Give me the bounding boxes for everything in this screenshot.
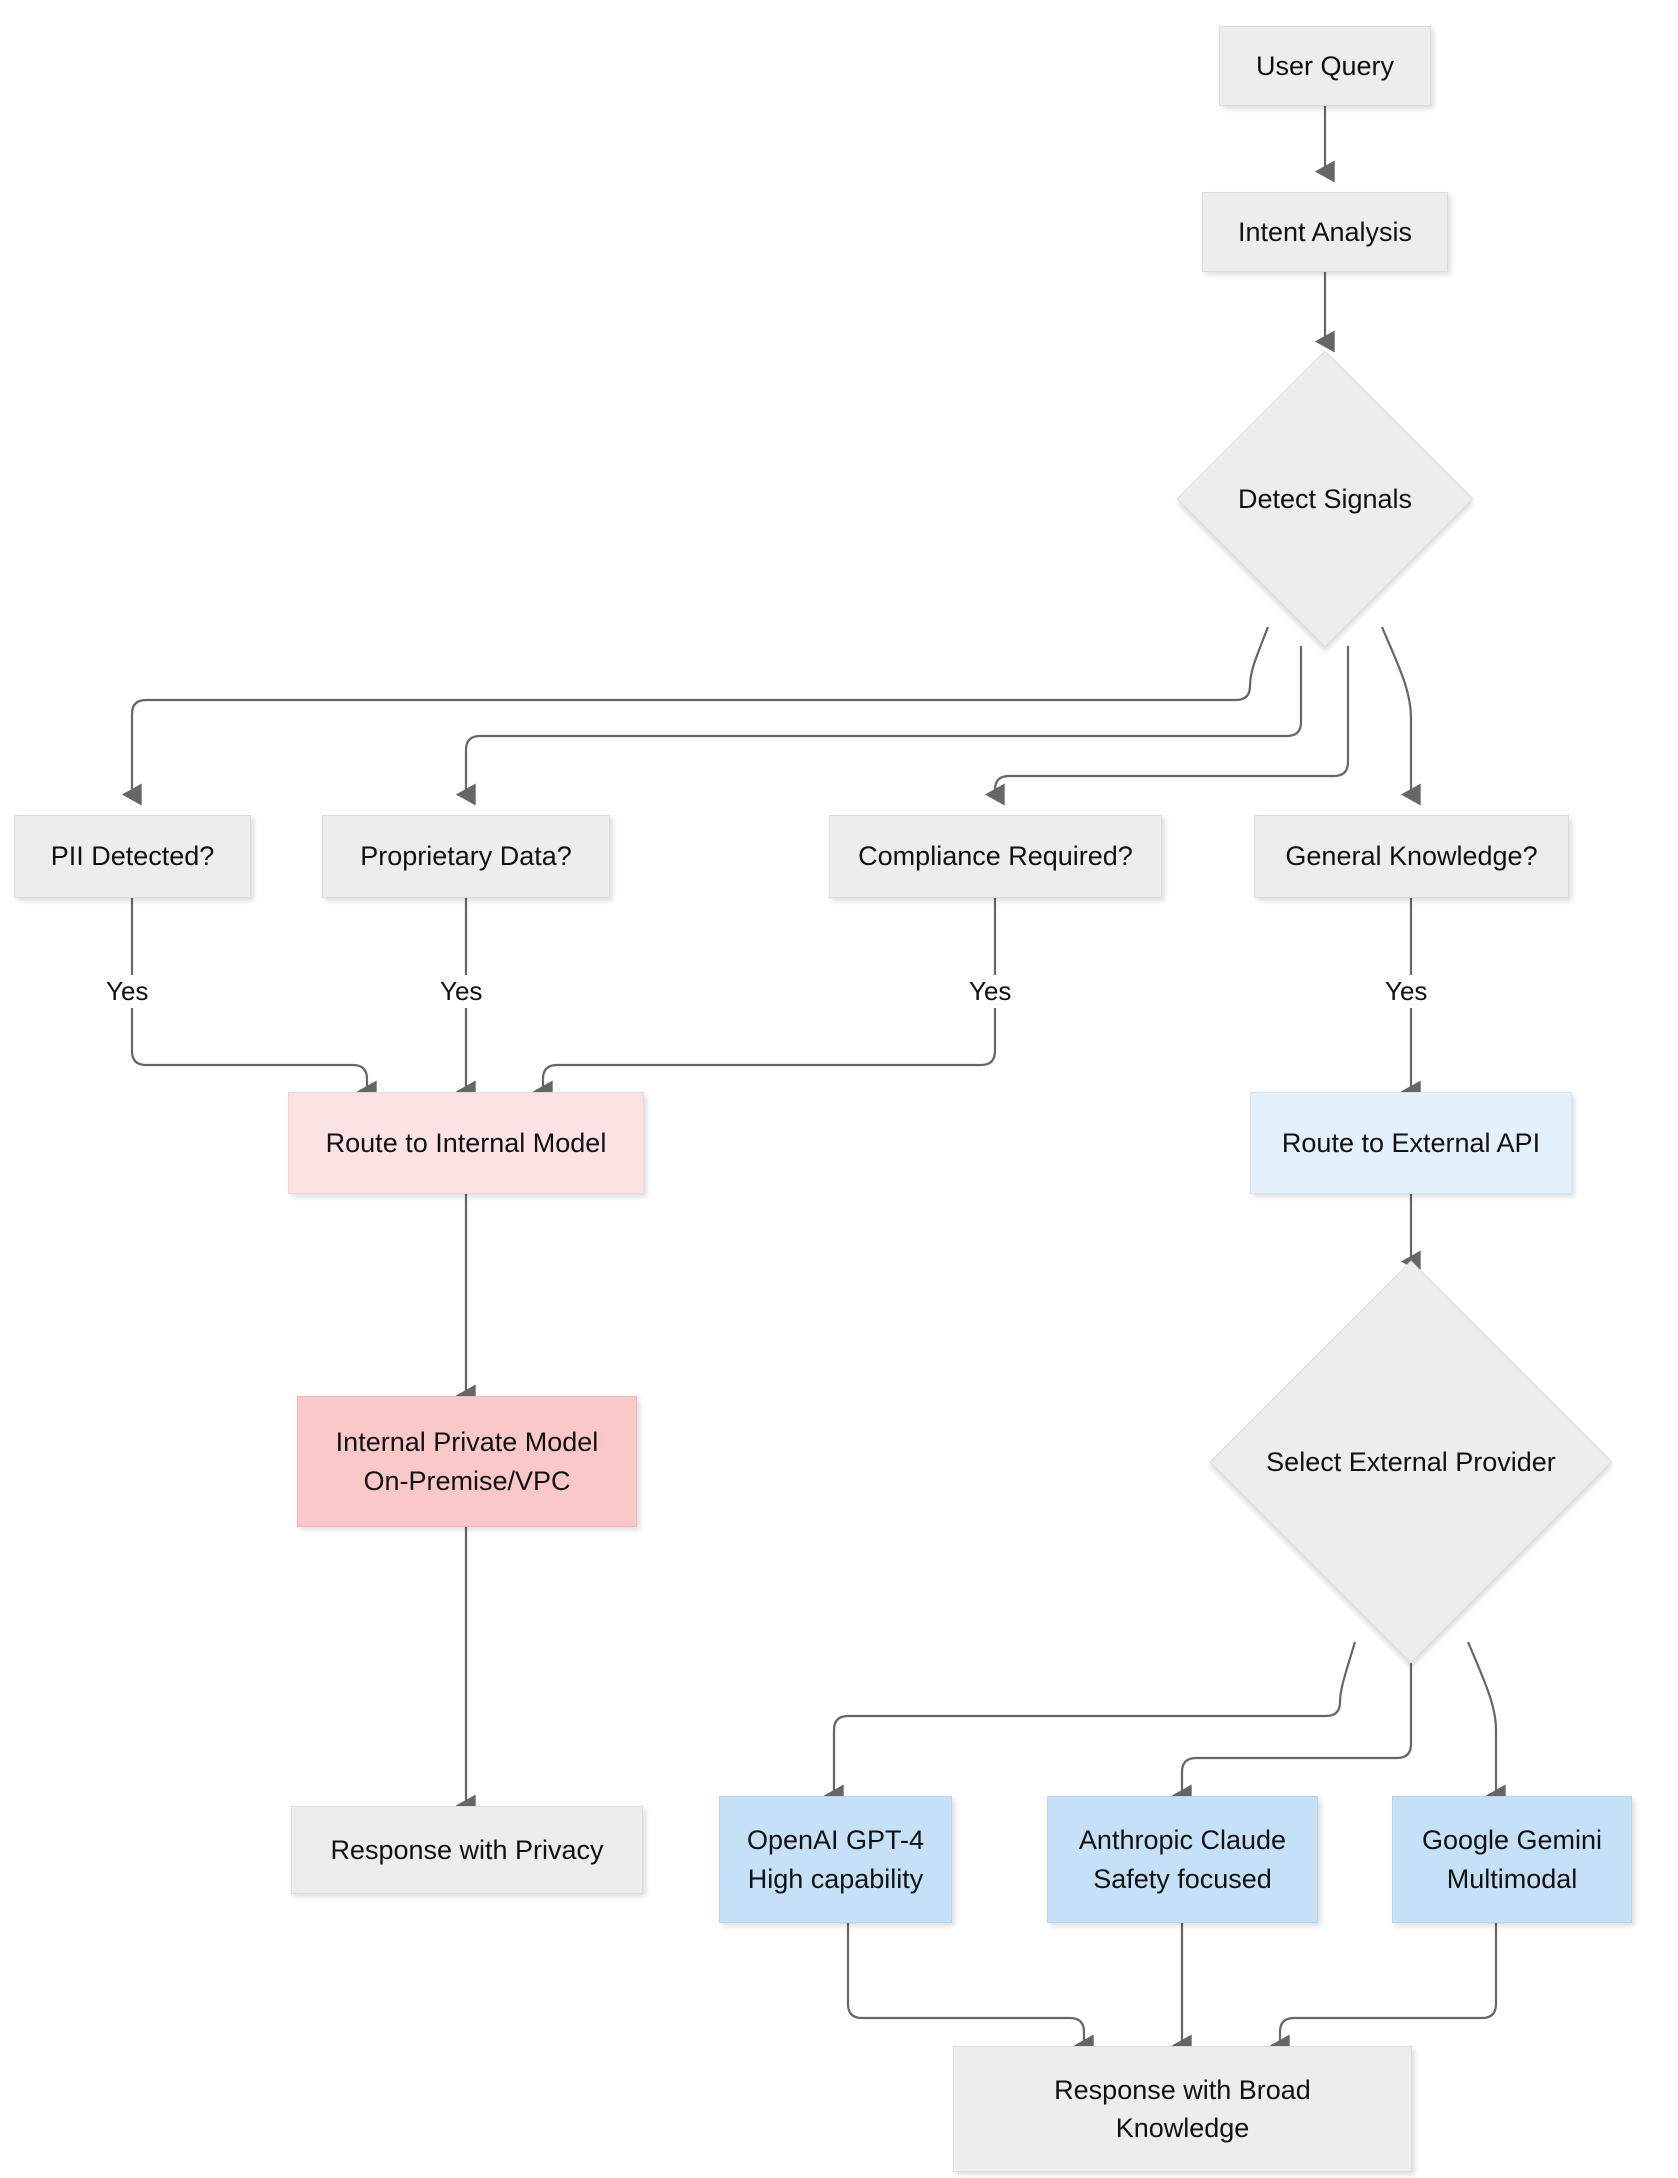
node-label: User Query xyxy=(1255,50,1395,81)
node-label-line2: On-Premise/VPC xyxy=(363,1465,571,1496)
node-label: Response with Privacy xyxy=(330,1834,604,1865)
node-proprietary-data[interactable]: Proprietary Data? xyxy=(322,815,610,898)
node-label: Route to Internal Model xyxy=(325,1127,607,1158)
node-google-gemini[interactable]: Google Gemini Multimodal xyxy=(1392,1796,1632,1923)
node-label: General Knowledge? xyxy=(1285,841,1538,872)
edge-label-yes-proprietary: Yes xyxy=(434,975,489,1008)
node-internal-private-model[interactable]: Internal Private Model On-Premise/VPC xyxy=(297,1396,637,1527)
node-intent-analysis[interactable]: Intent Analysis xyxy=(1202,192,1448,272)
node-label-line1: Anthropic Claude xyxy=(1078,1825,1287,1856)
node-label: Intent Analysis xyxy=(1237,216,1413,247)
node-detect-signals[interactable]: Detect Signals xyxy=(1175,350,1475,648)
node-label-line2: Safety focused xyxy=(1093,1863,1272,1894)
node-label-line1: Internal Private Model xyxy=(335,1427,599,1458)
node-label-line1: OpenAI GPT-4 xyxy=(746,1825,925,1856)
node-user-query[interactable]: User Query xyxy=(1219,26,1431,106)
node-label-line2: High capability xyxy=(747,1863,924,1894)
node-route-external-api[interactable]: Route to External API xyxy=(1250,1092,1572,1194)
node-label: Select External Provider xyxy=(1266,1446,1556,1477)
node-label: Compliance Required? xyxy=(858,841,1133,872)
node-anthropic-claude[interactable]: Anthropic Claude Safety focused xyxy=(1047,1796,1318,1923)
node-response-broad-knowledge[interactable]: Response with Broad Knowledge xyxy=(953,2046,1412,2172)
edge-label-yes-compliance: Yes xyxy=(963,975,1018,1008)
node-label-line1: Response with Broad xyxy=(1054,2074,1311,2105)
edge-label-yes-pii: Yes xyxy=(100,975,155,1008)
edge-label-yes-general: Yes xyxy=(1379,975,1434,1008)
node-response-with-privacy[interactable]: Response with Privacy xyxy=(291,1806,643,1894)
node-label: Proprietary Data? xyxy=(360,841,572,872)
node-label-line1: Google Gemini xyxy=(1421,1825,1603,1856)
node-label: PII Detected? xyxy=(50,841,215,872)
node-label-line2: Multimodal xyxy=(1446,1863,1578,1894)
node-label: Route to External API xyxy=(1281,1127,1541,1158)
node-general-knowledge[interactable]: General Knowledge? xyxy=(1254,815,1569,898)
node-route-internal-model[interactable]: Route to Internal Model xyxy=(288,1092,644,1194)
node-pii-detected[interactable]: PII Detected? xyxy=(14,815,251,898)
node-label-line2: Knowledge xyxy=(1115,2113,1250,2143)
node-compliance-required[interactable]: Compliance Required? xyxy=(829,815,1162,898)
node-openai-gpt4[interactable]: OpenAI GPT-4 High capability xyxy=(719,1796,952,1923)
node-label: Detect Signals xyxy=(1237,483,1413,514)
node-select-external-provider[interactable]: Select External Provider xyxy=(1203,1260,1619,1664)
